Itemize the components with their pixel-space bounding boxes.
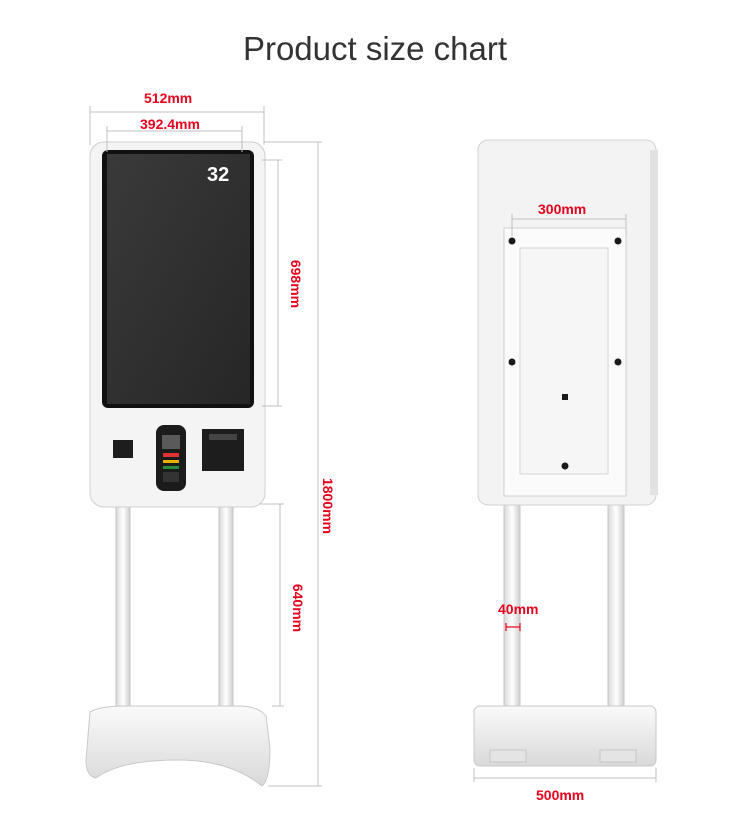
card-reader-slot — [113, 440, 133, 458]
dim-total-height: 1800mm — [320, 477, 336, 535]
front-kiosk — [85, 141, 271, 787]
dim-total-width: 512mm — [144, 90, 193, 106]
front-screen — [107, 154, 250, 404]
dim-base-width: 500mm — [536, 787, 585, 803]
screen-number: 32 — [207, 164, 230, 186]
pole-width-marker — [505, 623, 521, 631]
dim-mount-width: 300mm — [538, 201, 587, 217]
front-dimension-lines — [89, 106, 322, 787]
dim-screen-width: 392.4mm — [140, 116, 200, 132]
front-base — [85, 705, 271, 787]
page-title: Product size chart — [242, 30, 508, 67]
back-dimension-lines — [473, 214, 657, 782]
back-kiosk — [473, 139, 658, 767]
dim-pole-width: 40mm — [498, 601, 539, 617]
dim-screen-height: 698mm — [288, 259, 304, 309]
front-left-leg — [115, 499, 131, 731]
dim-leg-height: 640mm — [290, 583, 306, 633]
back-right-pole — [607, 469, 625, 733]
front-right-leg — [218, 499, 234, 731]
